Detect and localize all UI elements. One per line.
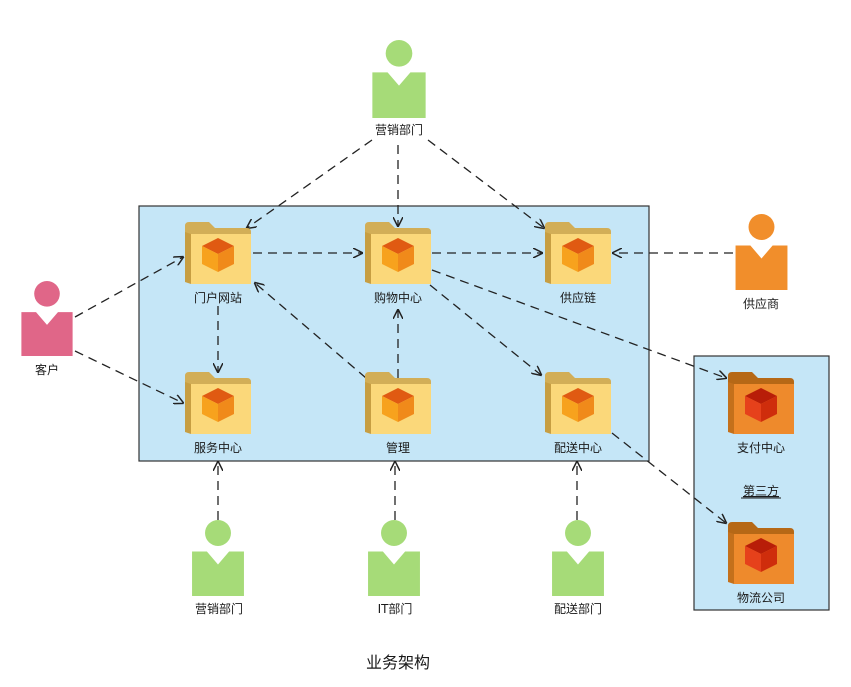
folder-cube-icon (728, 372, 794, 434)
actor-label: 营销部门 (195, 601, 243, 616)
module-payment[interactable]: 支付中心 (728, 372, 794, 455)
folder-cube-icon (728, 522, 794, 584)
person-icon (192, 520, 244, 596)
module-logistics[interactable]: 物流公司 (728, 522, 794, 605)
module-label: 管理 (386, 440, 410, 455)
actor-supplier[interactable]: 供应商 (735, 214, 788, 311)
person-icon (21, 281, 73, 356)
diagram-title: 业务架构 (366, 653, 430, 672)
edge-marketing-to-supply (427, 139, 544, 228)
module-supply-chain[interactable]: 供应链 (545, 222, 611, 305)
person-icon (368, 520, 420, 596)
module-label: 供应链 (560, 290, 596, 305)
actor-marketing-bottom[interactable]: 营销部门 (192, 520, 244, 616)
edge-delivery-to-logistics (611, 432, 726, 523)
edges (74, 139, 733, 523)
module-service[interactable]: 服务中心 (185, 372, 251, 455)
actor-label: 营销部门 (375, 122, 423, 137)
edge-shopping-to-delivery (429, 284, 541, 375)
person-icon (552, 520, 604, 596)
folder-cube-icon (365, 222, 431, 284)
actor-customer[interactable]: 客户 (21, 281, 73, 377)
actor-it[interactable]: IT部门 (368, 520, 420, 616)
module-label: 支付中心 (737, 440, 785, 455)
module-label: 配送中心 (554, 440, 602, 455)
module-management[interactable]: 管理 (365, 372, 431, 455)
module-delivery-center[interactable]: 配送中心 (545, 372, 611, 455)
person-icon (735, 214, 788, 290)
folder-cube-icon (185, 222, 251, 284)
edge-management-to-portal (255, 283, 367, 379)
folder-cube-icon (365, 372, 431, 434)
module-label: 购物中心 (374, 290, 422, 305)
edge-customer-to-portal (74, 257, 183, 318)
folder-cube-icon (185, 372, 251, 434)
actor-label: IT部门 (378, 601, 413, 616)
module-label: 物流公司 (737, 591, 785, 605)
module-shopping[interactable]: 购物中心 (365, 222, 431, 305)
person-icon (372, 40, 426, 118)
third-party-label: 第三方 (743, 483, 779, 498)
actor-marketing-top[interactable]: 营销部门 (372, 40, 426, 137)
actor-label: 供应商 (743, 296, 779, 311)
actor-label: 配送部门 (554, 601, 602, 616)
edge-shopping-to-payment (431, 269, 726, 378)
edge-customer-to-service (74, 350, 183, 403)
module-portal[interactable]: 门户网站 (185, 222, 251, 305)
module-label: 服务中心 (194, 440, 242, 455)
folder-cube-icon (545, 372, 611, 434)
module-label: 门户网站 (194, 290, 242, 305)
folder-cube-icon (545, 222, 611, 284)
edge-marketing-to-portal (247, 139, 373, 228)
actor-delivery-dept[interactable]: 配送部门 (552, 520, 604, 616)
actor-label: 客户 (35, 362, 59, 377)
